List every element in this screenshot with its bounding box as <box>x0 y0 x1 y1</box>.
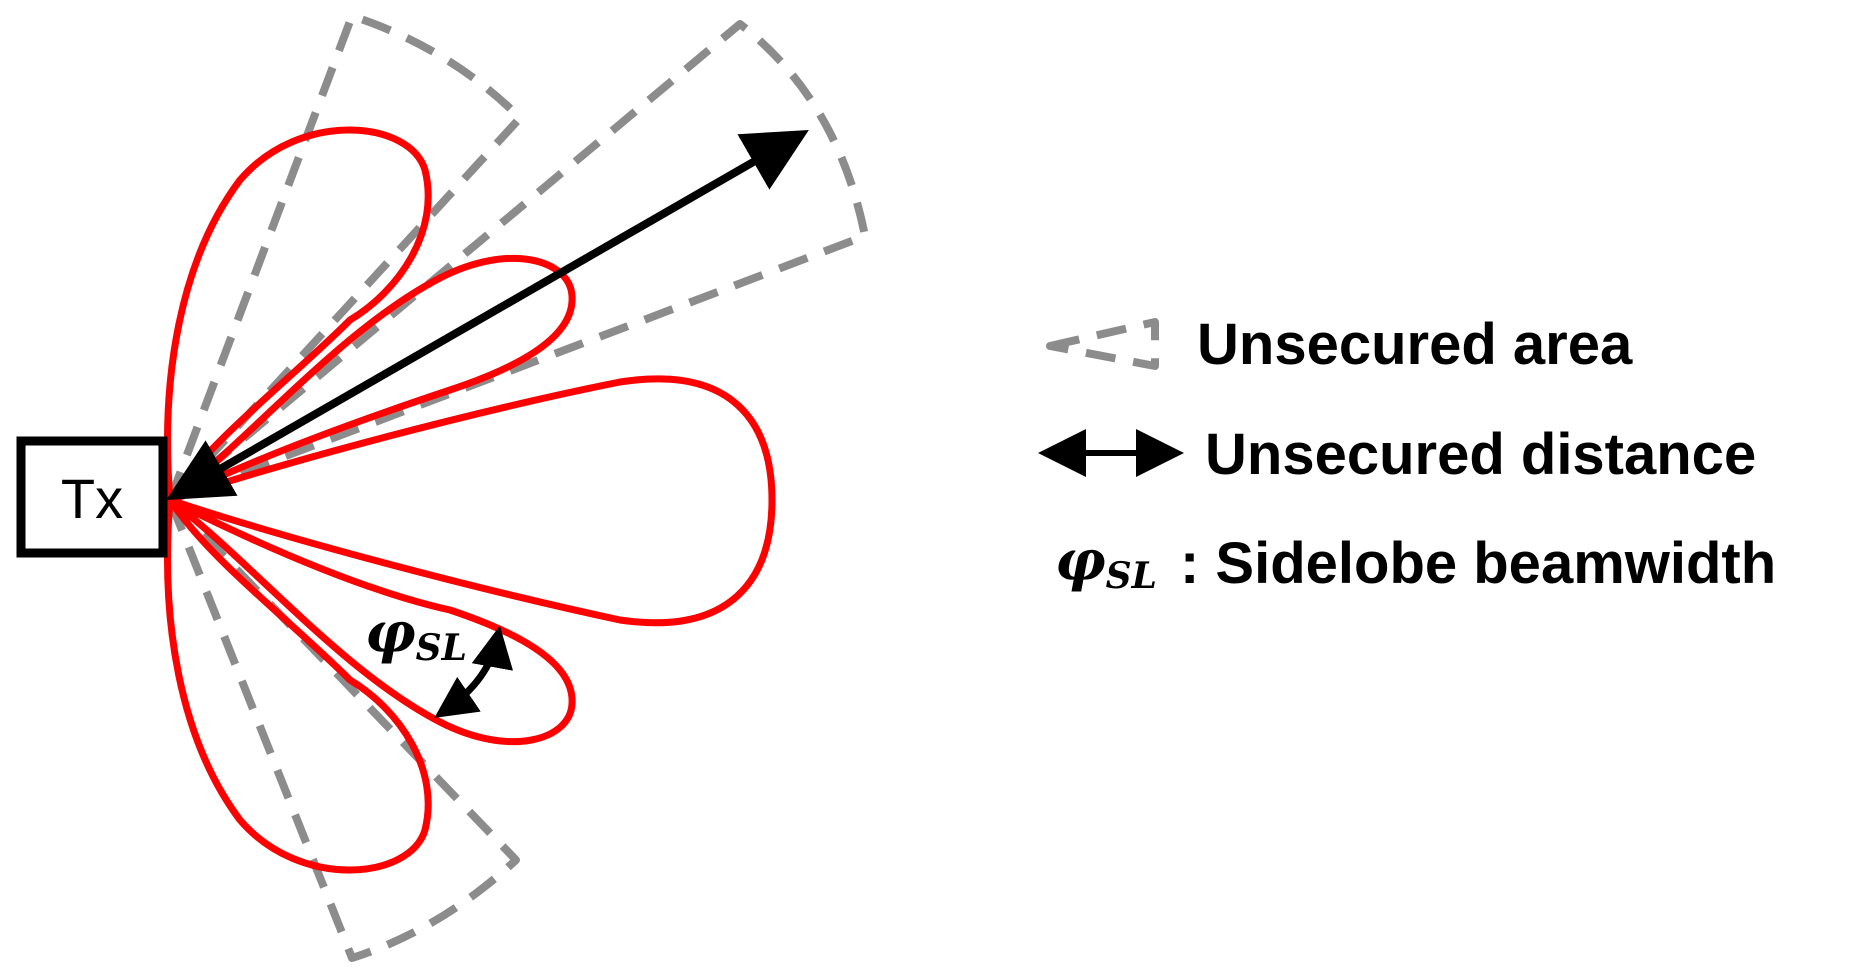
legend: Unsecured area Unsecured distance φSL : … <box>1038 312 1776 597</box>
legend-distance-label: Unsecured distance <box>1205 422 1756 487</box>
unsecured-area-upper <box>166 12 524 504</box>
transmitter-label: Tx <box>61 467 123 530</box>
legend-area-label: Unsecured area <box>1197 312 1633 377</box>
transmitter-box <box>16 436 168 558</box>
sidelobe-lower <box>164 496 432 874</box>
legend-beamwidth-symbol: φSL <box>1055 528 1157 597</box>
unsecured-area-main <box>166 20 869 504</box>
legend-area-icon <box>1046 318 1159 370</box>
sidelobe-lower-mid <box>166 496 576 746</box>
unsecured-distance-arrow <box>166 130 809 500</box>
beamwidth-symbol-label: φSL <box>365 600 467 669</box>
beamwidth-curved-arrow <box>434 625 514 718</box>
unsecured-area-lower <box>166 496 520 962</box>
mainlobe <box>166 375 776 627</box>
legend-beamwidth-label: : Sidelobe beamwidth <box>1180 531 1776 596</box>
